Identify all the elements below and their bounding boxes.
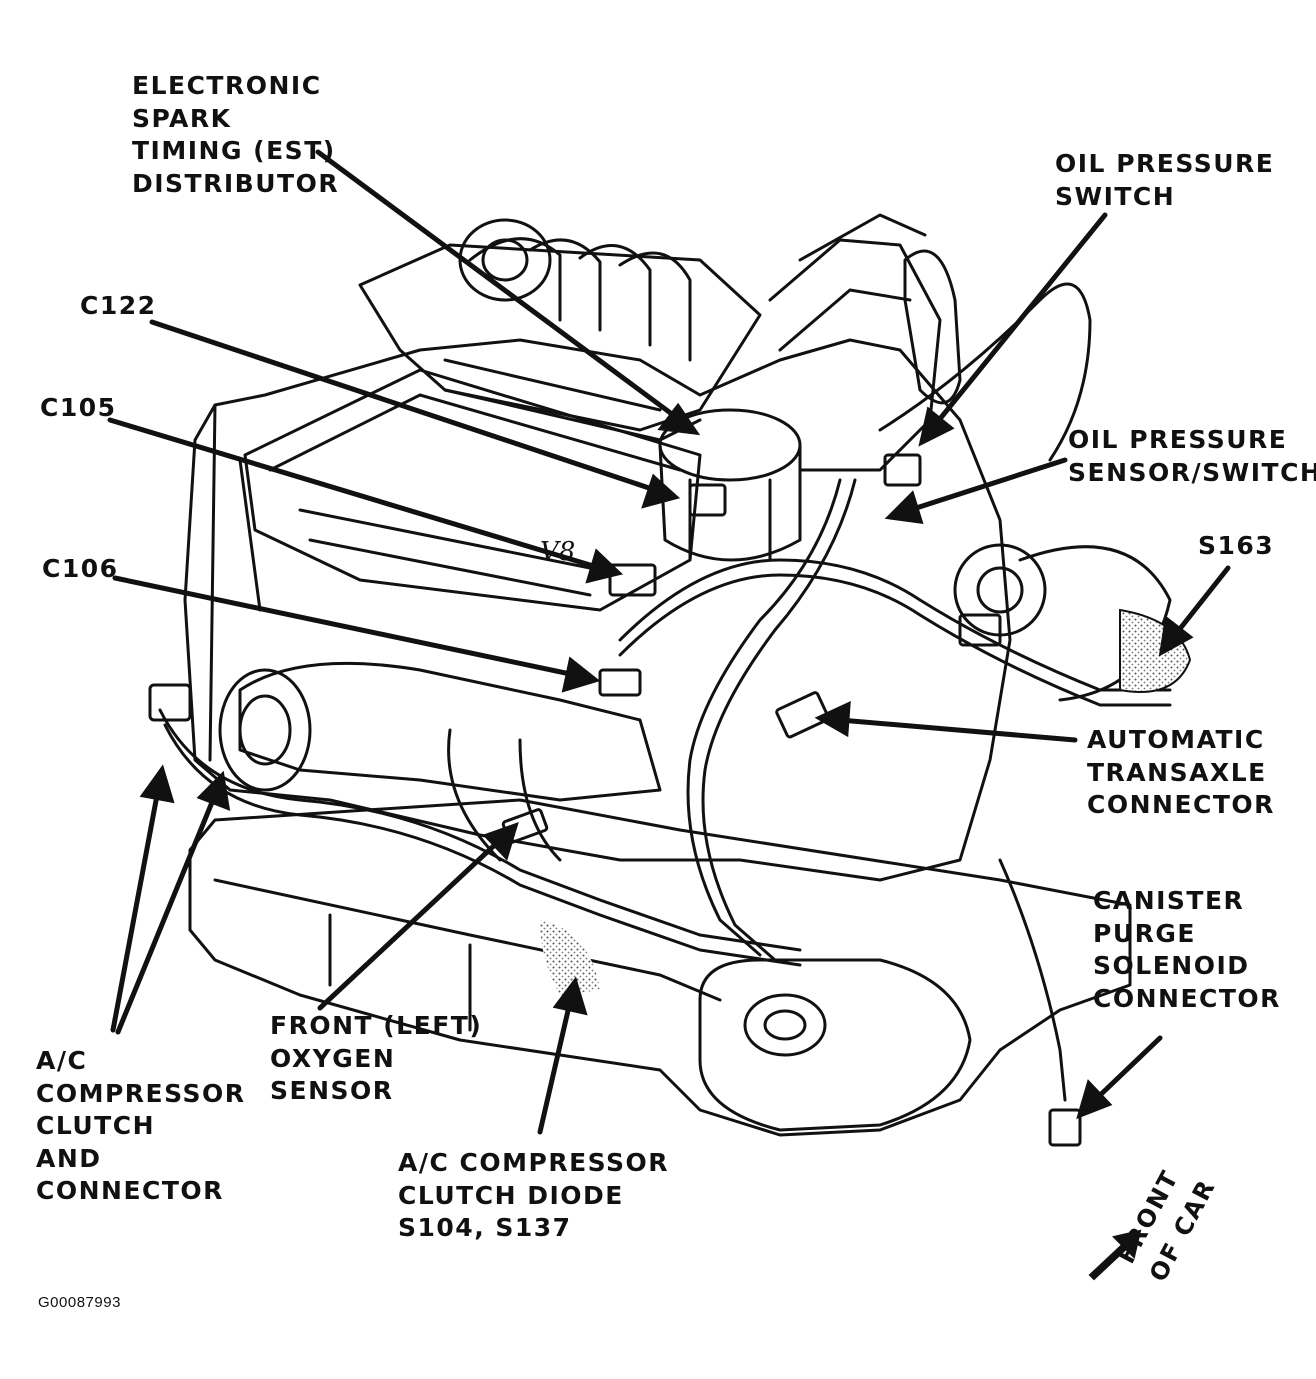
label-canister-purge-solenoid-connector: CANISTER PURGE SOLENOID CONNECTOR (1093, 886, 1281, 1013)
direction-arrow-icon (1088, 1229, 1142, 1281)
transaxle-housing (698, 958, 972, 1132)
subframe (188, 798, 1132, 1137)
valve-cover-right (768, 238, 942, 472)
engine-block (183, 338, 1012, 882)
intake-plenum (358, 243, 762, 432)
ac-compressor (218, 668, 312, 792)
label-c106: C106 (42, 554, 119, 583)
label-oil-pressure-sensor-switch: OIL PRESSURE SENSOR/SWITCH (1068, 425, 1316, 487)
label-est-distributor: ELECTRONIC SPARK TIMING (EST) DISTRIBUTO… (132, 71, 340, 198)
label-s163: S163 (1198, 531, 1275, 560)
label-automatic-transaxle-connector: AUTOMATIC TRANSAXLE CONNECTOR (1087, 725, 1275, 819)
exhaust-manifold (238, 661, 662, 802)
label-c122: C122 (80, 291, 157, 320)
label-front-left-oxygen-sensor: FRONT (LEFT) OXYGEN SENSOR (270, 1011, 483, 1105)
label-c105: C105 (40, 393, 117, 422)
front-of-car-indicator: FRONT OF CAR (1082, 1145, 1221, 1295)
label-oil-pressure-switch: OIL PRESSURE SWITCH (1055, 149, 1275, 211)
label-ac-compressor-clutch-and-connector: A/C COMPRESSOR CLUTCH AND CONNECTOR (36, 1046, 246, 1205)
figure-id: G00087993 (38, 1294, 121, 1311)
valve-cover-left (243, 368, 702, 612)
label-ac-compressor-clutch-diode: A/C COMPRESSOR CLUTCH DIODE S104, S137 (398, 1148, 670, 1242)
main-harness (618, 558, 1172, 692)
